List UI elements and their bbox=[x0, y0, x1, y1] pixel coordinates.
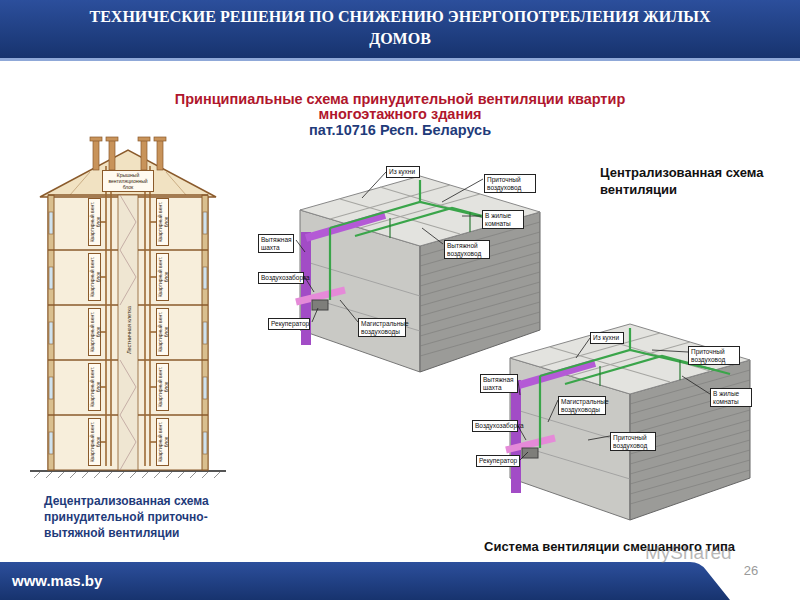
node-text: Крышный вентиляционный блок bbox=[103, 171, 153, 191]
callout-box: Магистральные воздуховоды bbox=[558, 396, 606, 415]
scheme-caption: Централизованная схема вентиляции bbox=[600, 164, 780, 198]
node-text: Приточный воздуховод bbox=[611, 433, 655, 450]
scheme-caption: Система вентиляции смешанного типа bbox=[484, 538, 784, 555]
node-text: Приточный воздуховод bbox=[689, 347, 739, 364]
vent-block: Квартирный вент. блок bbox=[88, 418, 101, 466]
vent-block: Квартирный вент. блок bbox=[88, 308, 101, 356]
callout-box: В жилые комнаты bbox=[482, 210, 524, 229]
callout-box: Вытяжная шахта bbox=[258, 234, 294, 253]
node-text: Из кухни bbox=[387, 167, 419, 177]
vent-block: Квартирный вент. блок bbox=[88, 253, 101, 301]
vent-block: Квартирный вент. блок bbox=[156, 308, 169, 356]
callout-box: Вытяжной воздуховод bbox=[444, 240, 490, 259]
vent-block: Квартирный вент. блок bbox=[156, 363, 169, 411]
node-text: Вытяжная шахта bbox=[259, 235, 293, 252]
node-text: Квартирный вент. блок bbox=[157, 310, 169, 354]
node-text: Вытяжной воздуховод bbox=[445, 241, 489, 258]
callout-box: Воздухозаборка bbox=[258, 272, 304, 284]
watermark: MyShared bbox=[645, 542, 765, 564]
node-text: Квартирный вент. блок bbox=[157, 255, 169, 299]
node-text: Магистральные воздуховоды bbox=[559, 397, 605, 414]
node-text: Рекуператор bbox=[477, 456, 519, 466]
callout-box: Вытяжная шахта bbox=[480, 374, 518, 393]
page-number: 26 bbox=[736, 563, 766, 578]
slide-title: ТЕХНИЧЕСКИЕ РЕШЕНИЯ ПО СНИЖЕНИЮ ЭНЕРГОПО… bbox=[70, 6, 730, 50]
callout-box: Рекуператор bbox=[268, 318, 310, 330]
node-text: Квартирный вент. блок bbox=[89, 200, 101, 244]
callout-box: Магистральные воздуховоды bbox=[358, 318, 406, 337]
node-text: Квартирный вент. блок bbox=[157, 420, 169, 464]
node-text: Магистральные воздуховоды bbox=[359, 319, 405, 336]
callout-box: Из кухни bbox=[590, 332, 624, 344]
node-text: Приточный воздуховод bbox=[485, 175, 535, 192]
callout-box: В жилые комнаты bbox=[710, 388, 752, 407]
node-text: Квартирный вент. блок bbox=[157, 200, 169, 244]
node-text: Воздухозаборка bbox=[473, 421, 517, 431]
callout-box: Из кухни bbox=[386, 166, 420, 178]
node-text: Рекуператор bbox=[269, 319, 309, 329]
node-text: Воздухозаборка bbox=[259, 273, 303, 283]
node-text: Вытяжная шахта bbox=[481, 375, 517, 392]
node-text: Из кухни bbox=[591, 333, 623, 343]
vent-block: Квартирный вент. блок bbox=[156, 198, 169, 246]
stair-label: Лестничная клетка bbox=[126, 270, 132, 390]
roof-vent-block: Крышный вентиляционный блок bbox=[102, 170, 154, 192]
vent-block: Квартирный вент. блок bbox=[88, 198, 101, 246]
vent-block: Квартирный вент. блок bbox=[156, 253, 169, 301]
patent-note: пат.10716 Респ. Беларусь bbox=[240, 122, 560, 138]
node-text: В жилые комнаты bbox=[483, 211, 523, 228]
callout-box: Приточный воздуховод bbox=[688, 346, 740, 365]
callout-box: Рекуператор bbox=[476, 455, 520, 467]
node-text: Квартирный вент. блок bbox=[89, 310, 101, 354]
callout-box: Приточный воздуховод bbox=[484, 174, 536, 193]
callout-box: Приточный воздуховод bbox=[610, 432, 656, 451]
node-text: Квартирный вент. блок bbox=[89, 365, 101, 409]
node-text: Квартирный вент. блок bbox=[157, 365, 169, 409]
node-text: Квартирный вент. блок bbox=[89, 420, 101, 464]
node-text: Квартирный вент. блок bbox=[89, 255, 101, 299]
node-text: В жилые комнаты bbox=[711, 389, 751, 406]
scheme-caption: Децентрализованная схема принудительной … bbox=[44, 493, 234, 541]
callout-box: Воздухозаборка bbox=[472, 420, 518, 432]
website: www.mas.by bbox=[12, 572, 212, 590]
vent-block: Квартирный вент. блок bbox=[88, 363, 101, 411]
vent-block: Квартирный вент. блок bbox=[156, 418, 169, 466]
subtitle: Принципиальные схема принудительной вент… bbox=[110, 92, 690, 122]
